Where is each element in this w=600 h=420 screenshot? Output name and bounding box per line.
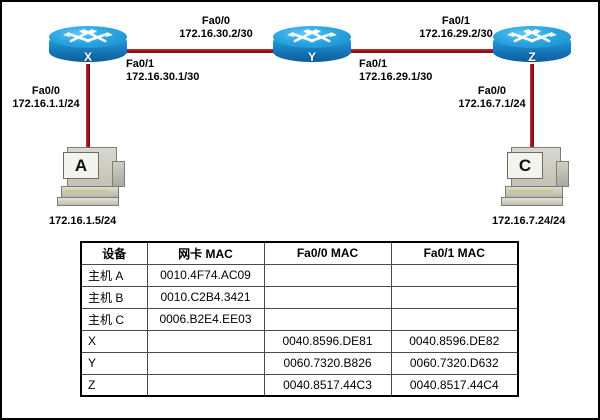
router-y[interactable]: Y: [273, 26, 351, 66]
header-nic-mac: 网卡 MAC: [146, 241, 265, 265]
cell-nic-mac: 0006.B2E4.EE03: [146, 307, 265, 331]
cell-fa01-mac: [390, 263, 519, 287]
table-header-row: 设备 网卡 MAC Fa0/0 MAC Fa0/1 MAC: [80, 241, 519, 265]
cell-device: Z: [80, 373, 148, 397]
link-z-to-host-c: [530, 64, 534, 148]
label-z-fa01-ip: 172.16.29.2/30: [419, 28, 493, 40]
cell-device: 主机 B: [80, 285, 148, 309]
host-a-screen-label: A: [63, 152, 99, 179]
label-y-fa01-ip: 172.16.29.1/30: [359, 71, 433, 83]
host-a-keyboard: [57, 197, 119, 206]
cell-fa01-mac: [390, 285, 519, 309]
table-row: 主机 B 0010.C2B4.3421: [80, 285, 519, 309]
host-a-ip-label: 172.16.1.5/24: [49, 215, 117, 227]
label-x-fa01-ip: 172.16.30.1/30: [126, 71, 200, 83]
router-z[interactable]: Z: [493, 26, 571, 66]
label-y-fa00-ip: 172.16.30.2/30: [179, 28, 253, 40]
router-arrows-icon: [287, 29, 337, 43]
host-c-ip-label: 172.16.7.24/24: [492, 215, 566, 227]
host-a-base-stripe: [65, 190, 109, 193]
host-a[interactable]: A: [57, 147, 129, 209]
header-fa00-mac: Fa0/0 MAC: [263, 241, 392, 265]
router-arrows-icon: [507, 29, 557, 43]
cell-fa01-mac: 0060.7320.D632: [390, 351, 519, 375]
router-x-top: [49, 26, 127, 48]
cell-fa00-mac: [263, 285, 392, 309]
cell-fa01-mac: 0040.8517.44C4: [390, 373, 519, 397]
table-row: Z 0040.8517.44C3 0040.8517.44C4: [80, 373, 519, 397]
label-x-fa00-ip: 172.16.1.1/24: [12, 98, 80, 110]
table-row: 主机 C 0006.B2E4.EE03: [80, 307, 519, 331]
cell-fa00-mac: [263, 307, 392, 331]
label-x-fa01-name: Fa0/1: [126, 58, 155, 70]
cell-fa00-mac: 0040.8596.DE81: [263, 329, 392, 353]
table-row: Y 0060.7320.B826 0060.7320.D632: [80, 351, 519, 375]
table-row: 主机 A 0010.4F74.AC09: [80, 263, 519, 287]
label-z-fa00-ip: 172.16.7.1/24: [458, 98, 526, 110]
label-x-fa00-name: Fa0/0: [31, 85, 61, 97]
router-arrows-icon: [63, 29, 113, 43]
router-x[interactable]: X: [49, 26, 127, 66]
router-x-label: X: [83, 50, 92, 64]
cell-nic-mac: 0010.C2B4.3421: [146, 285, 265, 309]
cell-fa00-mac: 0040.8517.44C3: [263, 373, 392, 397]
host-c-screen-label: C: [507, 152, 543, 179]
cell-fa00-mac: [263, 263, 392, 287]
host-c-keyboard: [501, 197, 563, 206]
host-a-tower: [112, 161, 125, 187]
link-x-to-y: [107, 49, 277, 53]
router-z-top: [493, 26, 571, 48]
cell-device: Y: [80, 351, 148, 375]
topology-diagram: X Y: [2, 2, 598, 236]
host-c-tower: [556, 161, 569, 187]
cell-nic-mac: [146, 329, 265, 353]
label-y-fa00-name: Fa0/0: [201, 15, 231, 27]
host-c[interactable]: C: [501, 147, 573, 209]
router-y-label: Y: [307, 50, 316, 64]
cell-device: 主机 A: [80, 263, 148, 287]
cell-nic-mac: [146, 351, 265, 375]
cell-fa01-mac: [390, 307, 519, 331]
cell-device: 主机 C: [80, 307, 148, 331]
table-row: X 0040.8596.DE81 0040.8596.DE82: [80, 329, 519, 353]
cell-nic-mac: [146, 373, 265, 397]
cell-nic-mac: 0010.4F74.AC09: [146, 263, 265, 287]
header-fa01-mac: Fa0/1 MAC: [390, 241, 519, 265]
cell-fa01-mac: 0040.8596.DE82: [390, 329, 519, 353]
link-y-to-z: [351, 49, 513, 53]
header-device: 设备: [80, 241, 148, 265]
label-z-fa01-name: Fa0/1: [441, 15, 471, 27]
mac-address-table: 设备 网卡 MAC Fa0/0 MAC Fa0/1 MAC 主机 A 0010.…: [80, 241, 519, 397]
cell-fa00-mac: 0060.7320.B826: [263, 351, 392, 375]
host-c-base-stripe: [509, 190, 553, 193]
router-z-label: Z: [528, 50, 536, 64]
label-z-fa00-name: Fa0/0: [477, 85, 507, 97]
label-y-fa01-name: Fa0/1: [359, 58, 388, 70]
router-y-top: [273, 26, 351, 48]
cell-device: X: [80, 329, 148, 353]
link-x-to-host-a: [86, 64, 90, 148]
